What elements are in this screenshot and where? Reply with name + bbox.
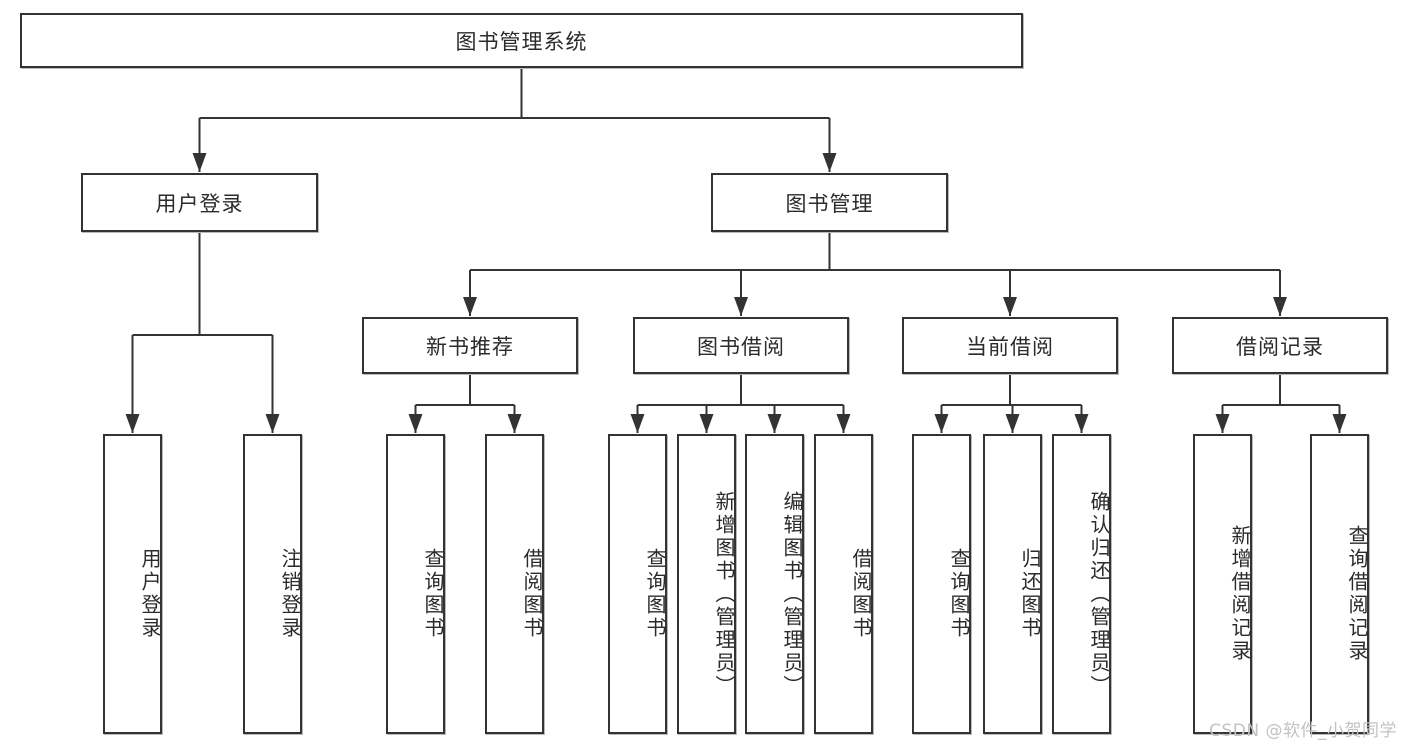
- node-label-leaf-borrow-book: 借阅图书: [849, 548, 873, 640]
- node-label-borrow-record: 借阅记录: [1236, 334, 1324, 359]
- node-label-leaf-query-book-borrow: 查询图书: [643, 548, 667, 640]
- node-leaf-query-book-recommend[interactable]: 查询图书: [386, 434, 445, 734]
- node-label-user-login: 用户登录: [155, 191, 244, 216]
- node-label-new-book-recommend: 新书推荐: [426, 334, 514, 359]
- node-label-leaf-query-book-recommend: 查询图书: [421, 548, 445, 640]
- node-borrow-record[interactable]: 借阅记录: [1172, 317, 1388, 374]
- node-label-leaf-user-login: 用户登录: [138, 548, 162, 640]
- node-leaf-user-login[interactable]: 用户登录: [103, 434, 162, 734]
- node-leaf-add-borrow-record[interactable]: 新增借阅记录: [1193, 434, 1252, 734]
- node-label-root: 图书管理系统: [455, 29, 588, 54]
- node-label-leaf-user-logout: 注销登录: [278, 548, 302, 640]
- node-leaf-user-logout[interactable]: 注销登录: [243, 434, 302, 734]
- node-leaf-add-book-admin[interactable]: 新增图书（管理员）: [677, 434, 736, 734]
- node-book-borrow[interactable]: 图书借阅: [633, 317, 849, 374]
- node-leaf-borrow-book-recommend[interactable]: 借阅图书: [485, 434, 544, 734]
- node-label-current-borrow: 当前借阅: [966, 334, 1054, 359]
- node-leaf-query-book-current[interactable]: 查询图书: [912, 434, 971, 734]
- node-new-book-recommend[interactable]: 新书推荐: [362, 317, 578, 374]
- node-label-leaf-return-book: 归还图书: [1018, 548, 1042, 640]
- node-label-leaf-add-borrow-record: 新增借阅记录: [1228, 525, 1252, 663]
- node-label-book-borrow: 图书借阅: [697, 334, 785, 359]
- node-label-leaf-confirm-return-admin: 确认归还（管理员）: [1087, 490, 1111, 698]
- node-label-leaf-query-borrow-record: 查询借阅记录: [1345, 525, 1369, 663]
- node-label-book-management: 图书管理: [785, 191, 874, 216]
- node-leaf-borrow-book[interactable]: 借阅图书: [814, 434, 873, 734]
- node-root[interactable]: 图书管理系统: [20, 13, 1023, 68]
- node-current-borrow[interactable]: 当前借阅: [902, 317, 1118, 374]
- node-leaf-query-book-borrow[interactable]: 查询图书: [608, 434, 667, 734]
- node-user-login[interactable]: 用户登录: [81, 173, 318, 232]
- node-label-leaf-edit-book-admin: 编辑图书（管理员）: [780, 490, 804, 698]
- node-label-leaf-add-book-admin: 新增图书（管理员）: [712, 490, 736, 698]
- node-leaf-return-book[interactable]: 归还图书: [983, 434, 1042, 734]
- node-label-leaf-borrow-book-recommend: 借阅图书: [520, 548, 544, 640]
- node-leaf-confirm-return-admin[interactable]: 确认归还（管理员）: [1052, 434, 1111, 734]
- node-label-leaf-query-book-current: 查询图书: [947, 548, 971, 640]
- node-leaf-query-borrow-record[interactable]: 查询借阅记录: [1310, 434, 1369, 734]
- node-book-management[interactable]: 图书管理: [711, 173, 948, 232]
- node-leaf-edit-book-admin[interactable]: 编辑图书（管理员）: [745, 434, 804, 734]
